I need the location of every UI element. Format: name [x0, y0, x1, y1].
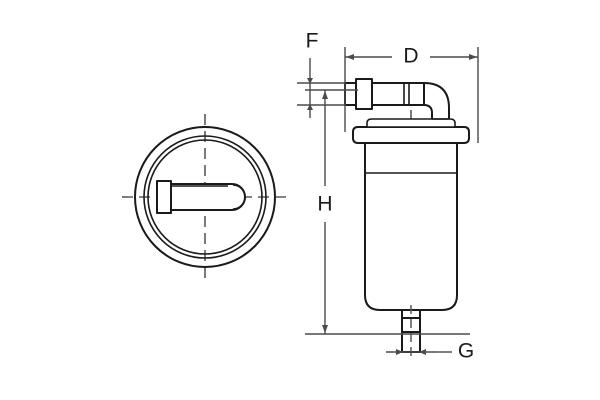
filter-body: [364, 139, 458, 311]
top-view-tube-end-cap: [232, 184, 246, 210]
top-view-inlet-tube: [169, 183, 246, 211]
inlet-pipe-collar: [355, 78, 373, 110]
top-view-group: [122, 114, 288, 281]
top-view-middle-circle: [143, 135, 267, 259]
dim-F-arrow-top: [307, 78, 313, 84]
dim-D-arrow-left: [346, 54, 354, 60]
dimension-G: G: [386, 340, 474, 363]
dim-G-arrow-right: [419, 349, 426, 355]
dim-G-label: G: [458, 340, 474, 363]
dimension-F: F: [297, 30, 345, 118]
dim-F-label: F: [306, 30, 319, 53]
dim-F-arrow-bottom: [307, 104, 313, 110]
dim-H-arrow-bottom: [322, 325, 328, 333]
side-view-group: [344, 78, 470, 356]
inlet-elbow-outer-wall: [423, 82, 450, 119]
dim-D-arrow-right: [469, 54, 477, 60]
top-view-inner-circle: [147, 139, 263, 255]
dimension-H: H: [305, 89, 470, 335]
cap-platform: [366, 118, 456, 128]
dim-G-arrow-left: [396, 349, 403, 355]
top-view-outer-circle: [134, 126, 276, 268]
top-flange: [352, 126, 470, 144]
dim-H-label: H: [317, 193, 332, 216]
inlet-elbow-inner-wall: [423, 104, 433, 119]
dim-H-arrow-top: [322, 91, 328, 99]
dim-D-label: D: [403, 45, 418, 68]
top-view-tube-collar: [156, 180, 172, 214]
